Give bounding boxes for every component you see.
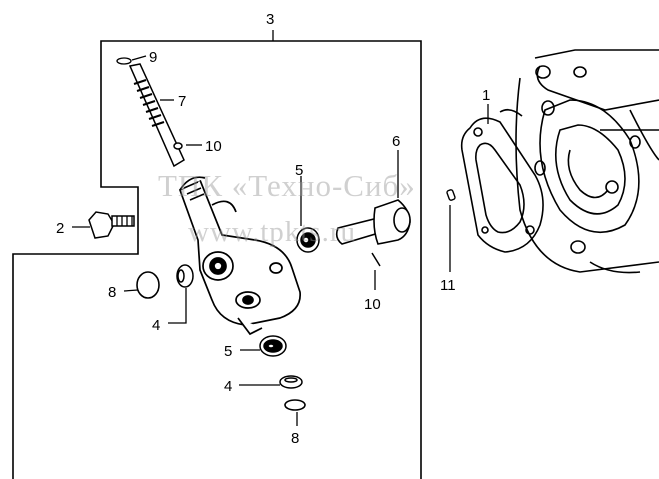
bolt [88, 211, 135, 239]
drive-housing [178, 176, 301, 336]
gasket [460, 117, 544, 253]
drive-shaft [128, 63, 185, 168]
assembly-frame-3 [273, 40, 422, 479]
callout-5-lower: 5 [224, 343, 232, 360]
leader-lines [72, 55, 489, 426]
bushing-upper [176, 264, 194, 288]
clip [116, 57, 132, 65]
callout-11: 11 [440, 277, 456, 294]
callout-5: 5 [295, 162, 303, 179]
callout-1: 1 [482, 87, 490, 104]
gear-upper [296, 227, 320, 253]
callout-6: 6 [392, 133, 400, 150]
bushing-lower [279, 375, 303, 389]
callout-labels: 3 9 7 10 2 5 6 1 8 4 10 11 5 4 8 [56, 11, 490, 447]
callout-8: 8 [108, 284, 116, 301]
callout-9: 9 [149, 49, 157, 66]
callout-4: 4 [152, 317, 160, 334]
callout-7: 7 [178, 93, 186, 110]
engine-housing [499, 49, 659, 274]
plunger [335, 199, 411, 245]
callout-10: 10 [205, 138, 222, 155]
pin [446, 189, 456, 201]
callout-8-lower: 8 [291, 430, 299, 447]
callout-2: 2 [56, 220, 64, 237]
callout-10-lower: 10 [364, 296, 381, 313]
callout-3: 3 [266, 11, 274, 28]
seal-ring [136, 271, 160, 299]
gear-lower [259, 335, 287, 357]
assembly-frame-3-left [12, 40, 273, 479]
seal-ring-lower [284, 399, 306, 411]
callout-4-lower: 4 [224, 378, 232, 395]
